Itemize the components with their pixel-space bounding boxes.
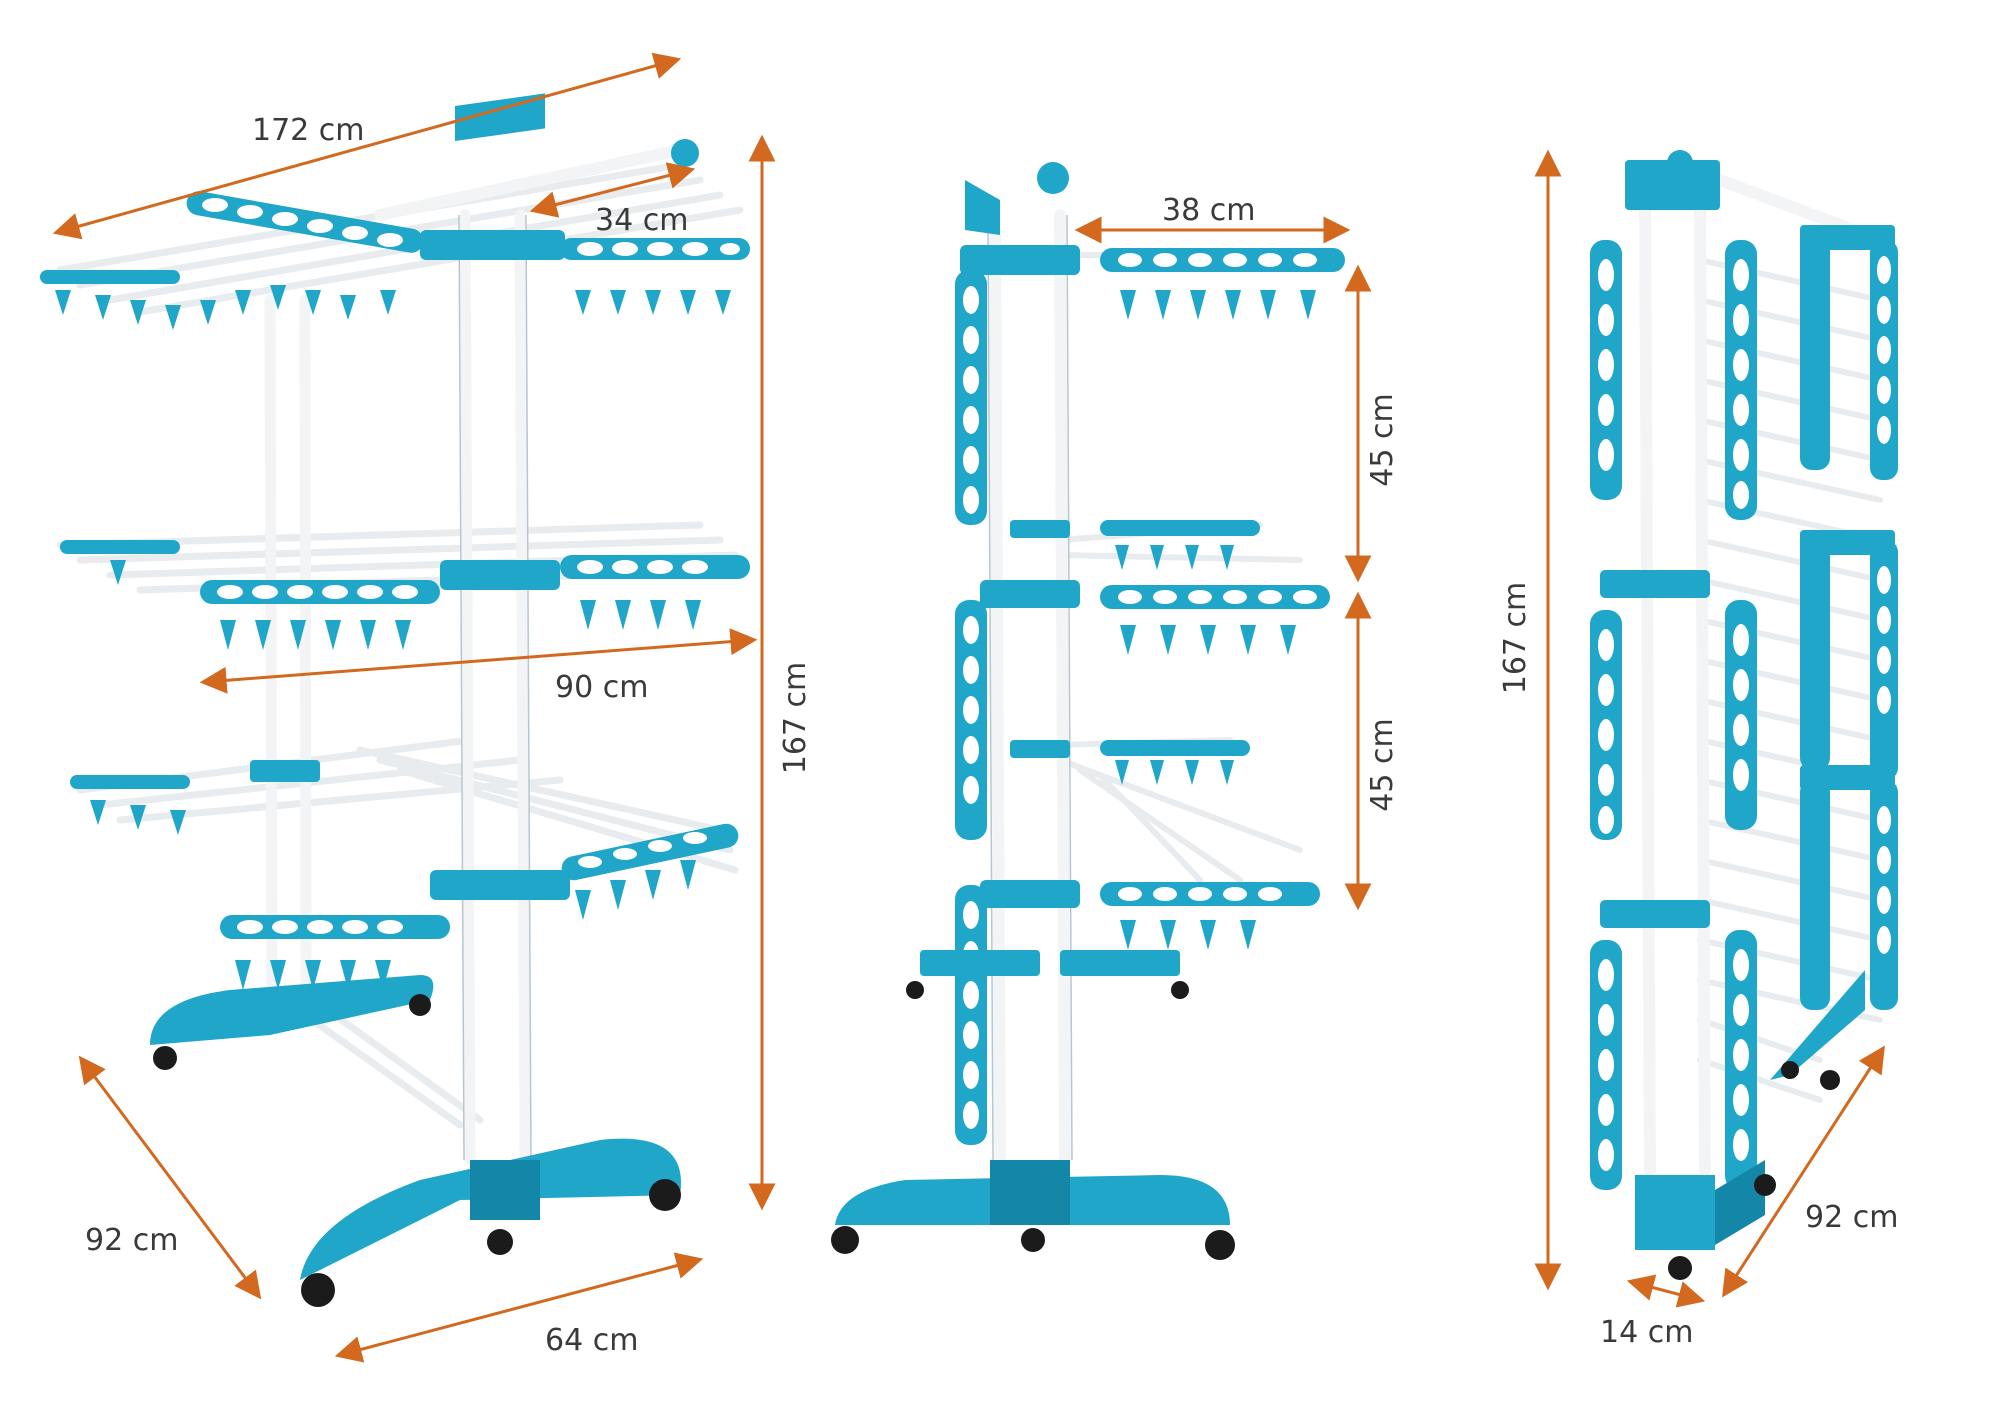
dim-arrow-64 (334, 1252, 704, 1363)
dim-arrow-92-right (1722, 1045, 1885, 1298)
middle-view-drying-rack (831, 162, 1345, 1260)
dim-label-45-lower: 45 cm (1365, 718, 1400, 811)
dim-label-14: 14 cm (1600, 1315, 1693, 1350)
top-hook-bracket (965, 180, 1000, 235)
dim-arrow-172 (52, 52, 682, 240)
dim-label-34: 34 cm (595, 203, 688, 238)
dim-label-92-right: 92 cm (1805, 1200, 1898, 1235)
left-front-base (300, 1138, 681, 1280)
clothes-peg-icon (55, 285, 731, 990)
dim-arrow-90 (199, 628, 758, 694)
dim-arrow-92-left (78, 1055, 262, 1300)
dimension-labels: 172 cm 34 cm 90 cm 167 cm 92 cm 64 cm 38… (85, 113, 1898, 1358)
dim-arrow-34 (529, 162, 696, 218)
left-rear-base (150, 975, 434, 1045)
dim-label-64: 64 cm (545, 1323, 638, 1358)
dim-label-167-left: 167 cm (778, 662, 813, 775)
middle-upright-poles (989, 209, 1071, 1166)
castor-wheel-icon (831, 981, 1235, 1260)
right-view-drying-rack-folded (1590, 150, 1898, 1280)
right-upright-poles (1639, 189, 1711, 1176)
rail-end-cap-icon (671, 139, 699, 167)
dim-label-45-upper: 45 cm (1365, 393, 1400, 486)
clothes-peg-icon (1115, 290, 1316, 950)
dim-arrow-14 (1626, 1274, 1706, 1308)
rail-end-cap-icon (1037, 162, 1069, 194)
right-base-block (1635, 1175, 1715, 1250)
dim-label-90: 90 cm (555, 670, 648, 705)
dim-label-167-right: 167 cm (1498, 582, 1533, 695)
dim-label-92-left: 92 cm (85, 1223, 178, 1258)
left-base-hub (470, 1160, 540, 1220)
dim-label-38: 38 cm (1162, 193, 1255, 228)
middle-tier-rods (1057, 252, 1323, 883)
double-headed-arrow-icon (52, 52, 1885, 1363)
dim-label-172: 172 cm (252, 113, 365, 148)
